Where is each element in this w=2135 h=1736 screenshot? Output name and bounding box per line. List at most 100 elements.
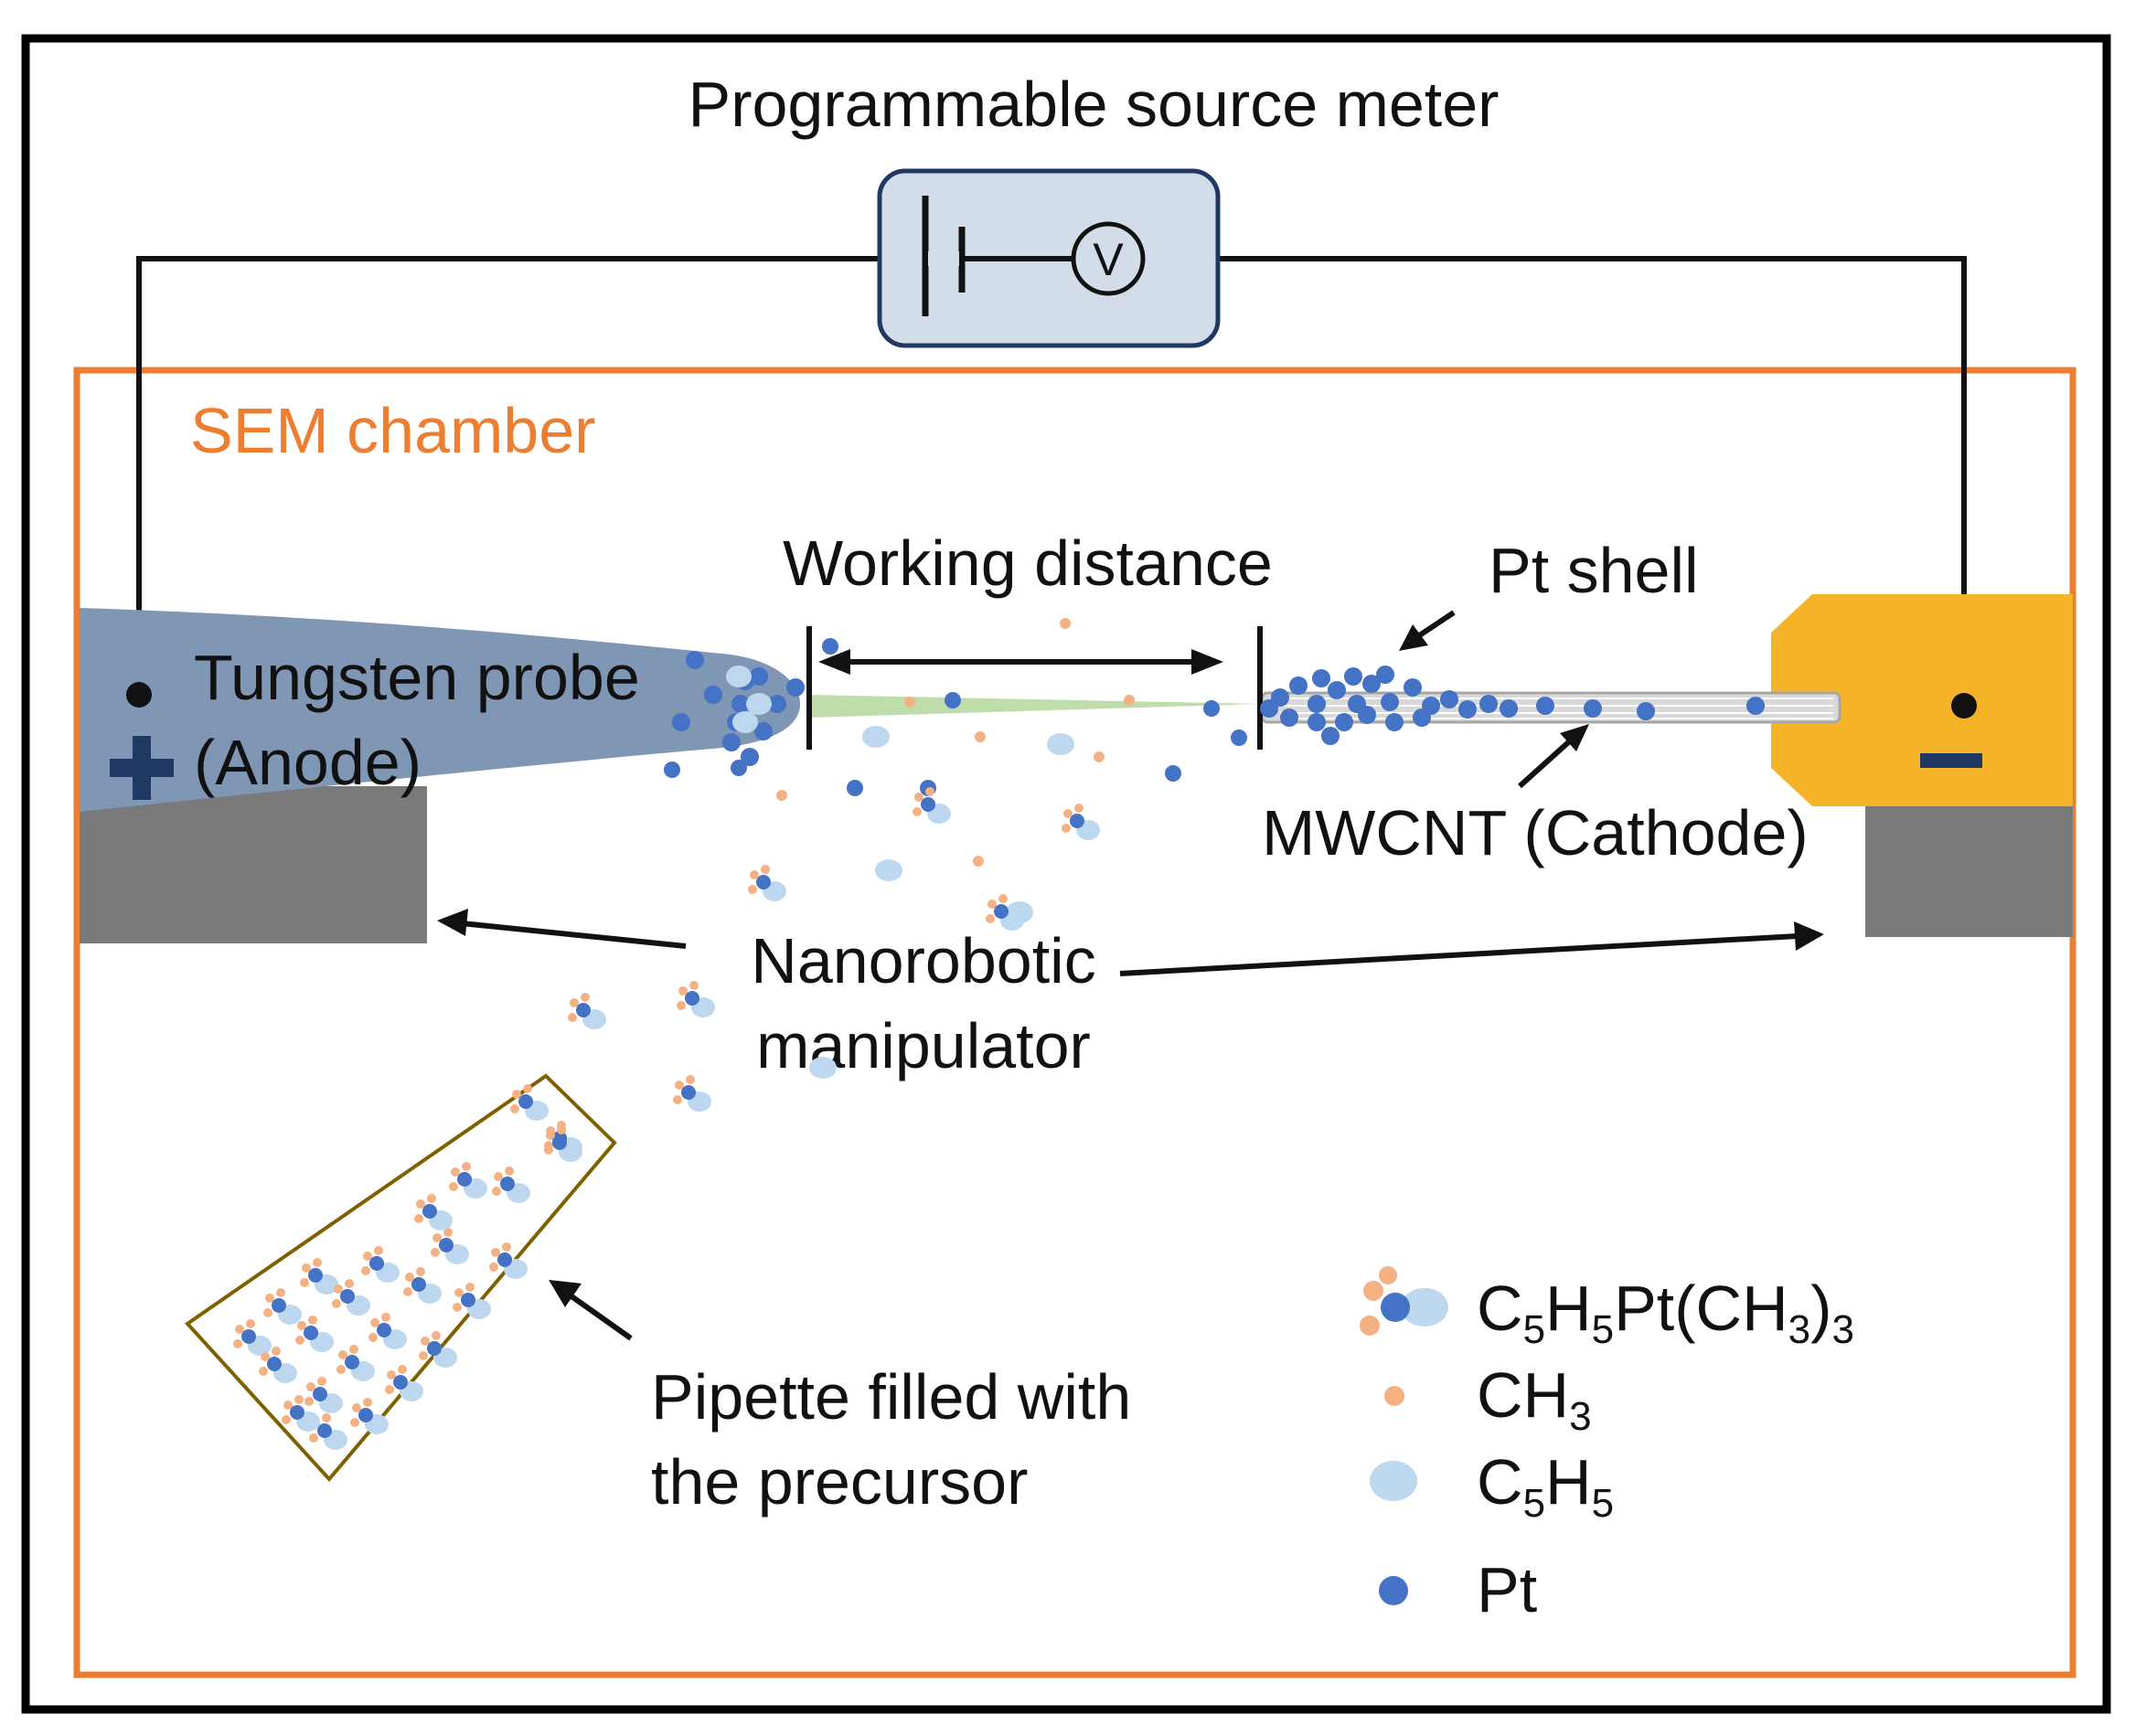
precursor-molecule-methyl	[322, 1413, 331, 1422]
precursor-molecule-pt	[393, 1375, 408, 1390]
precursor-molecule-pt	[422, 1204, 437, 1219]
legend-pt-label: Pt	[1477, 1554, 1537, 1625]
precursor-molecule-pt	[272, 1298, 286, 1313]
precursor-molecule-methyl	[432, 1331, 441, 1340]
precursor-molecule-pt	[552, 1135, 567, 1150]
manipulator-arrow-right	[1119, 921, 1824, 976]
precursor-molecule-methyl	[235, 1325, 244, 1334]
precursor-molecule-pt	[345, 1355, 359, 1369]
precursor-molecule-pt	[461, 1293, 475, 1307]
pt-atom	[1500, 699, 1518, 718]
precursor-molecule-methyl	[502, 1242, 511, 1251]
precursor-molecule-methyl	[1074, 804, 1084, 813]
pipette-label-line2: the precursor	[651, 1446, 1028, 1518]
pt-atom	[847, 780, 863, 796]
pt-atom	[768, 695, 786, 713]
pt-atom	[1335, 713, 1353, 731]
precursor-molecule-methyl	[510, 1104, 519, 1113]
manipulator-arrow-left	[437, 909, 687, 949]
legend-precursor-label: C5H5Pt(CH3)3	[1477, 1273, 1854, 1352]
precursor-molecule-methyl	[317, 1377, 326, 1386]
pt-atom	[1328, 681, 1346, 699]
precursor-molecule-methyl	[336, 1365, 346, 1374]
sem-chamber-border	[73, 367, 2076, 1678]
legend-ch3-label: CH3	[1477, 1359, 1592, 1439]
precursor-molecule-methyl	[272, 1347, 281, 1356]
pt-atom	[1381, 693, 1399, 711]
pt-atom	[1362, 675, 1381, 693]
pt-atom	[1637, 702, 1655, 720]
precursor-molecule-methyl	[405, 1273, 414, 1282]
precursor-molecule-methyl	[914, 793, 923, 802]
pt-atom	[1358, 706, 1376, 724]
ch3-fragment	[973, 856, 984, 867]
pt-atom	[1308, 695, 1326, 713]
voltmeter-symbol: V	[1093, 234, 1124, 285]
precursor-molecule-methyl	[512, 1090, 521, 1099]
pt-atom	[1321, 727, 1340, 745]
precursor-molecule-pt	[439, 1238, 454, 1252]
precursor-molecule-pt	[427, 1341, 442, 1356]
pt-atom	[945, 692, 961, 708]
pt-atom	[1203, 700, 1220, 717]
precursor-molecule-methyl	[381, 1313, 390, 1322]
precursor-molecule-methyl	[494, 1172, 503, 1181]
precursor-molecule-pt	[500, 1177, 515, 1191]
precursor-molecule-methyl	[363, 1251, 372, 1261]
precursor-molecule-methyl	[761, 865, 770, 874]
precursor-molecule-pt	[358, 1408, 373, 1422]
pt-atom	[1584, 699, 1602, 718]
working-distance-arrow	[818, 649, 1223, 675]
legend-precursor-icon	[1360, 1266, 1448, 1336]
precursor-molecule-methyl	[306, 1382, 315, 1391]
precursor-molecule-methyl	[309, 1433, 318, 1443]
precursor-molecule-methyl	[913, 807, 922, 816]
precursor-molecule-pt	[1070, 814, 1084, 828]
precursor-molecule-pt	[340, 1289, 355, 1304]
precursor-molecule-methyl	[523, 1084, 532, 1093]
precursor-molecule-methyl	[546, 1131, 555, 1140]
precursor-molecule-methyl	[678, 986, 688, 996]
precursor-molecule-methyl	[233, 1339, 242, 1348]
pt-atom	[1312, 669, 1330, 687]
pt-atom	[722, 733, 741, 751]
precursor-molecule-methyl	[677, 1001, 686, 1010]
precursor-molecule-methyl	[987, 900, 997, 909]
battery-symbol	[922, 196, 966, 316]
precursor-molecule-methyl	[581, 993, 590, 1002]
precursor-molecule-methyl	[265, 1294, 274, 1303]
pt-atom	[1165, 765, 1181, 782]
precursor-molecule-methyl	[403, 1287, 412, 1296]
precursor-molecule-methyl	[925, 787, 934, 796]
precursor-molecule-methyl	[489, 1262, 498, 1272]
precursor-molecule-methyl	[431, 1248, 440, 1257]
precursor-molecule-methyl	[492, 1187, 501, 1196]
c5h5-fragment	[746, 693, 772, 715]
precursor-molecule-methyl	[451, 1167, 460, 1177]
legend-ch3-icon	[1384, 1386, 1404, 1406]
precursor-molecule-pt	[497, 1252, 512, 1267]
precursor-molecule-pt	[304, 1326, 318, 1340]
precursor-molecule-methyl	[361, 1266, 370, 1275]
precursor-molecule-methyl	[263, 1308, 272, 1317]
precursor-molecule-pt	[369, 1256, 384, 1271]
precursor-molecule-methyl	[449, 1182, 458, 1191]
tungsten-probe	[80, 608, 800, 812]
pt-atom	[672, 713, 690, 731]
precursor-molecule-pt	[994, 904, 1009, 919]
working-distance-label: Working distance	[783, 527, 1273, 599]
precursor-molecule-methyl	[308, 1315, 317, 1325]
precursor-molecule-pt	[411, 1277, 426, 1292]
pt-atom	[686, 651, 704, 669]
precursor-molecule-methyl	[686, 1075, 695, 1084]
c5h5-fragment	[1047, 733, 1074, 755]
right-manipulator-block	[1865, 804, 2073, 937]
legend-pt-icon	[1379, 1576, 1408, 1605]
precursor-molecule-methyl	[491, 1248, 500, 1257]
ch3-fragment	[1124, 695, 1135, 706]
cathode-terminal-dot	[1951, 693, 1977, 719]
precursor-molecule-pt	[518, 1094, 533, 1109]
emission-beam	[809, 695, 1260, 718]
precursor-molecule-methyl	[246, 1319, 255, 1328]
pt-atom	[704, 686, 722, 704]
